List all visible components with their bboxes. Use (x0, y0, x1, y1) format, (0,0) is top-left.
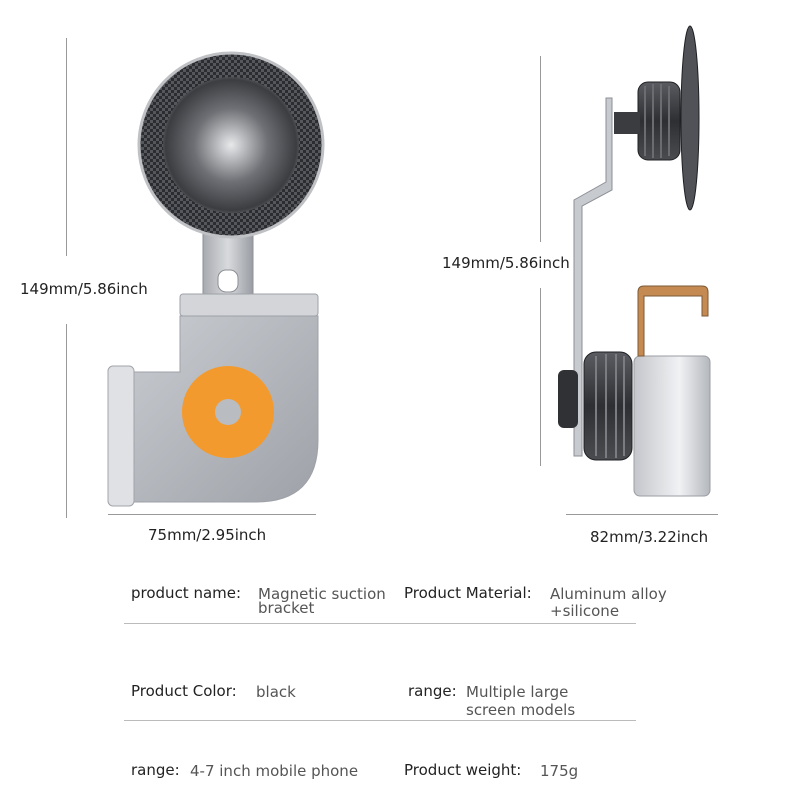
product-name-value-line2: bracket (258, 599, 315, 617)
material-value-line1: Aluminum alloy (550, 585, 667, 603)
front-width-label: 75mm/2.95inch (148, 526, 267, 544)
range-label-2: range: (131, 761, 180, 779)
side-height-line (540, 56, 541, 242)
material-label: Product Material: (404, 584, 532, 602)
range-value-2: 4-7 inch mobile phone (190, 762, 359, 780)
front-width-line (108, 514, 316, 515)
front-height-line-lower (66, 324, 67, 518)
material-value-line2: +silicone (550, 602, 620, 620)
product-name-label: product name: (131, 584, 242, 602)
side-height-label: 149mm/5.86inch (442, 254, 570, 272)
weight-value: 175g (540, 762, 579, 780)
divider-1 (124, 623, 636, 624)
range-value-1-line2: screen models (466, 701, 576, 719)
weight-label: Product weight: (404, 761, 522, 779)
side-width-label: 82mm/3.22inch (590, 528, 709, 546)
divider-2 (124, 720, 636, 721)
side-width-line (566, 514, 718, 515)
range-label-1: range: (408, 682, 457, 700)
product-name-value-line1: Magnetic suction (258, 585, 386, 603)
side-height-line-lower (540, 288, 541, 466)
front-height-line (66, 38, 67, 256)
front-height-label: 149mm/5.86inch (20, 280, 148, 298)
color-value: black (256, 683, 296, 701)
range-value-1-line1: Multiple large (466, 683, 569, 701)
color-label: Product Color: (131, 682, 237, 700)
